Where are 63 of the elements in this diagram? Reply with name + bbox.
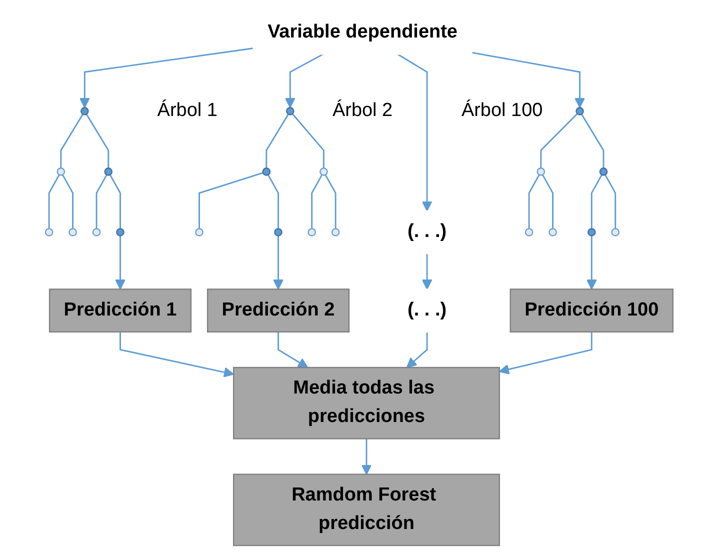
- connector: [109, 174, 121, 229]
- connector: [198, 172, 264, 229]
- connector: [604, 174, 616, 229]
- node-circle: [116, 228, 124, 236]
- connector: [590, 174, 602, 229]
- connector: [324, 174, 336, 229]
- arrow: [79, 48, 254, 108]
- connector: [267, 174, 279, 229]
- node-box: Ramdom Forest predicción: [232, 474, 500, 546]
- node-label: Árbol 2: [332, 100, 392, 121]
- connector: [86, 114, 109, 168]
- node-circle: [599, 168, 608, 176]
- node-circle: [44, 228, 53, 236]
- node-box: Media todas las predicciones: [232, 366, 500, 440]
- node-label: Árbol 100: [461, 100, 543, 121]
- connector: [292, 113, 324, 168]
- node-box: Predicción 2: [206, 288, 350, 332]
- node-circle: [575, 107, 584, 116]
- node-circle: [262, 168, 270, 176]
- connector: [580, 114, 604, 168]
- node-circle: [194, 228, 204, 236]
- arrow: [361, 438, 372, 475]
- arrow: [284, 54, 324, 108]
- node-circle: [56, 168, 65, 176]
- node-box: Predicción 100: [510, 288, 674, 332]
- arrow: [114, 236, 126, 290]
- node-circle: [92, 228, 100, 236]
- connector: [60, 114, 84, 168]
- arrow: [586, 236, 597, 290]
- arrow: [277, 332, 308, 368]
- arrow: [498, 332, 592, 374]
- node-circle: [611, 228, 620, 236]
- arrow: [272, 236, 284, 290]
- arrow: [471, 52, 585, 108]
- arrow: [397, 54, 432, 212]
- node-circle: [68, 228, 77, 236]
- node-circle: [80, 107, 89, 116]
- node-label: Árbol 1: [157, 100, 218, 121]
- node-circle: [536, 168, 545, 176]
- node-text: (. . .): [407, 222, 446, 242]
- connector: [542, 174, 554, 229]
- node-circle: [331, 228, 340, 236]
- node-circle: [104, 168, 112, 176]
- node-circle: [274, 228, 282, 236]
- node-text: Variable dependiente: [267, 22, 458, 42]
- node-circle: [319, 168, 328, 176]
- node-circle: [524, 228, 533, 236]
- node-box: Predicción 1: [48, 288, 192, 332]
- connector: [96, 174, 108, 229]
- node-circle: [587, 228, 596, 236]
- arrow: [119, 332, 234, 378]
- arrow: [422, 254, 432, 290]
- node-circle: [307, 228, 316, 236]
- node-text: (. . .): [407, 300, 446, 320]
- connector: [265, 114, 289, 168]
- connector: [62, 174, 74, 229]
- connector: [48, 174, 60, 229]
- node-circle: [286, 107, 294, 116]
- arrow: [406, 332, 428, 368]
- connector: [528, 174, 540, 229]
- node-circle: [548, 228, 557, 236]
- connector: [540, 113, 578, 168]
- connector: [310, 174, 322, 229]
